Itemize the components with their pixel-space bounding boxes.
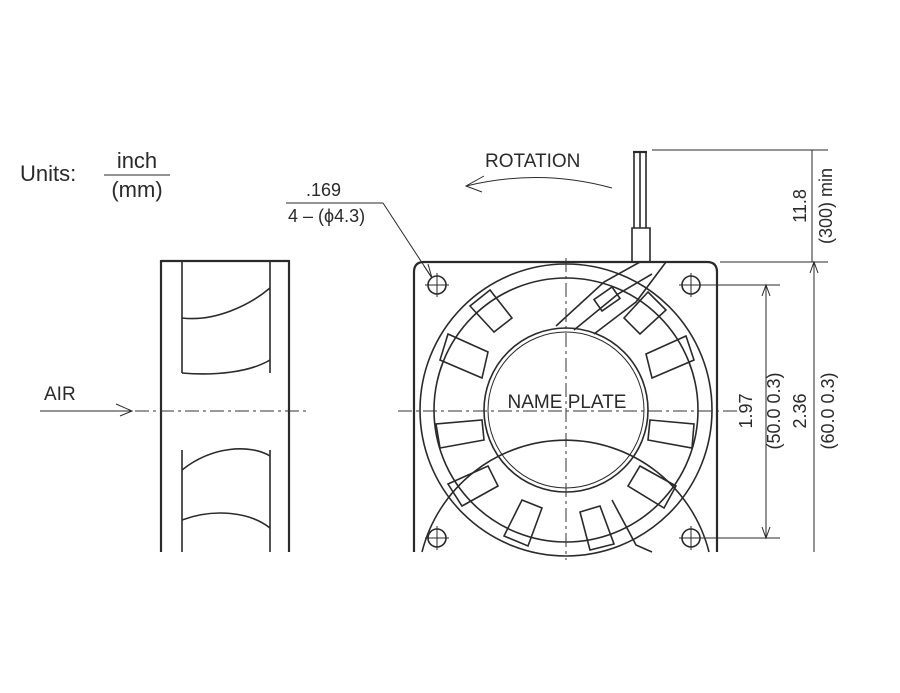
blade <box>622 290 668 336</box>
hole-callout: .169 4 – (ϕ4.3) <box>286 180 433 279</box>
wire-channel-left <box>555 261 641 327</box>
wire-clip <box>592 285 622 313</box>
pitch-arrows <box>761 283 771 540</box>
fan-front-view: NAME PLATE <box>398 150 738 560</box>
units-numerator: inch <box>117 148 157 173</box>
side-blade-3 <box>181 448 271 471</box>
fan-blades <box>435 288 695 551</box>
blade <box>446 464 500 508</box>
airflow-indicator: AIR <box>40 384 134 417</box>
rotation-indicator: ROTATION <box>464 151 613 193</box>
blade <box>645 334 695 380</box>
wire-strands <box>633 152 647 228</box>
nameplate-label: NAME PLATE <box>508 392 627 413</box>
fan-side-view <box>135 259 310 552</box>
units-prefix: Units: <box>20 161 76 186</box>
lead-dimension-inch: 11.8 <box>790 189 810 223</box>
lead-wires <box>555 150 667 553</box>
rotation-arrow-head <box>464 175 485 193</box>
side-blade-1 <box>181 287 271 320</box>
rotation-label: ROTATION <box>485 151 580 172</box>
blade <box>502 498 544 548</box>
blade <box>439 332 489 380</box>
air-arrow-head <box>115 403 134 417</box>
hole-pitch-dimension: 1.97 (50.0 0.3) <box>700 283 784 540</box>
hole-dimension-inch: .169 <box>306 180 341 200</box>
wire-channel-right <box>593 261 667 335</box>
pitch-dimension-inch: 1.97 <box>736 393 756 428</box>
mounting-holes <box>425 273 703 550</box>
pitch-dimension-mm: (50.0 0.3) <box>764 372 784 449</box>
strut-lower-right <box>611 499 653 553</box>
blade <box>468 288 514 334</box>
wire-sleeve <box>631 227 651 262</box>
blade <box>435 419 485 449</box>
hole-leader-arrow <box>423 263 433 279</box>
hole-dimension-mm: 4 – (ϕ4.3) <box>288 206 365 226</box>
frame-dimension-mm: (60.0 0.3) <box>818 372 838 449</box>
wire-channel-mid <box>573 273 653 331</box>
frame-size-dimension: 2.36 (60.0 0.3) <box>790 260 838 552</box>
frame-arrow-top <box>809 260 819 274</box>
blade <box>626 464 678 510</box>
frame-dimension-inch: 2.36 <box>790 393 810 428</box>
side-blade-4 <box>181 512 271 529</box>
rotation-arrow-arc <box>465 176 613 189</box>
units-legend: Units: inch (mm) <box>20 148 170 202</box>
mounting-hole-crosshairs <box>425 273 703 550</box>
units-denominator: (mm) <box>111 177 162 202</box>
blade <box>647 419 695 449</box>
lead-dimension-mm: (300) min <box>816 168 836 244</box>
blade <box>579 505 616 551</box>
side-blade-2 <box>181 359 271 375</box>
hole-leader-line <box>382 202 433 279</box>
air-label: AIR <box>44 384 76 405</box>
lead-length-dimension: 11.8 (300) min <box>652 149 836 263</box>
